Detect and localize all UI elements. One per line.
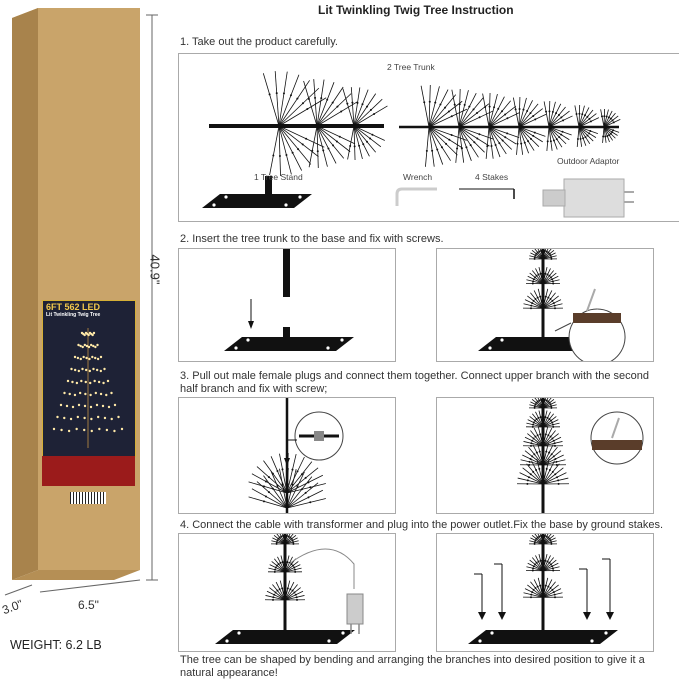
step-1-text: 1. Take out the product carefully.	[180, 36, 338, 48]
step-3-panel-right	[436, 397, 654, 514]
step-4-panel-left	[178, 533, 396, 652]
width-dimension: 6.5"	[78, 598, 99, 612]
box-label-subtitle: Lit Twinkling Twig Tree	[46, 312, 101, 318]
height-dimension: 40.9"	[147, 254, 163, 285]
stakes-label: 4 Stakes	[475, 172, 509, 182]
step-2-text: 2. Insert the tree trunk to the base and…	[180, 233, 444, 245]
connect-plugs-illustration	[248, 398, 344, 513]
step-3-text: 3. Pull out male female plugs and connec…	[180, 370, 650, 395]
step-4-panel-right	[436, 533, 654, 652]
parts-illustration	[202, 71, 634, 218]
ground-stakes-illustration	[468, 534, 618, 644]
insert-trunk-illustration	[224, 249, 354, 351]
plug-transformer-illustration	[215, 534, 364, 644]
assembled-branch-illustration	[516, 398, 644, 513]
box-label-title: 6FT 562 LED	[46, 302, 101, 312]
box-label: 6FT 562 LED Lit Twinkling Twig Tree	[40, 298, 137, 508]
step-2-panel-left	[178, 248, 396, 362]
footer-note: The tree can be shaped by bending and ar…	[180, 654, 645, 679]
weight-label: WEIGHT: 6.2 LB	[10, 638, 102, 652]
adaptor-label: Outdoor Adaptor	[557, 156, 620, 166]
page-title: Lit Twinkling Twig Tree Instruction	[318, 3, 514, 17]
trunk-label: 2 Tree Trunk	[387, 62, 435, 72]
step-3-panel-left	[178, 397, 396, 514]
barcode	[70, 492, 106, 504]
wrench-label: Wrench	[403, 172, 433, 182]
screw-detail-illustration	[478, 249, 626, 361]
step-2-panel-right	[436, 248, 654, 362]
step-1-panel: 2 Tree Trunk 1 Tree Stand Wrench 4 Stake…	[178, 53, 679, 222]
warning-band	[42, 456, 135, 486]
product-box: 6FT 562 LED Lit Twinkling Twig Tree 40.9…	[0, 0, 170, 680]
step-4-text: 4. Connect the cable with transformer an…	[180, 519, 664, 531]
stand-label: 1 Tree Stand	[254, 172, 303, 182]
lit-tree-icon	[52, 328, 124, 448]
